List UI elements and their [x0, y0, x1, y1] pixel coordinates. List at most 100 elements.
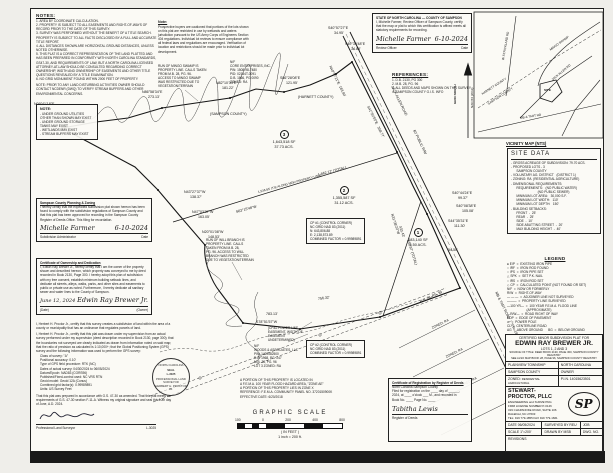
site-data-line: MINIMUM LOT AREA: 30,000 S.F. — [511, 194, 567, 199]
site-data-line: - DIMENSIONAL REQUIREMENTS: — [511, 181, 563, 186]
fema-note-line: EFFECTIVE DATE: 6/20/2018 — [240, 394, 283, 399]
title-source-2: SEE ALSO MAP BOOK 28, PAGE 96, SAMPSON C… — [511, 357, 597, 360]
bearing-label: 34.88' — [351, 47, 361, 51]
underground-note-item: - UNDER GROUND STORAGE TANKS MAY EXIST — [40, 119, 85, 129]
seal-license: L-3025 — [166, 371, 176, 376]
small-stream — [245, 291, 261, 365]
bearing-label: 54.50' — [448, 248, 458, 252]
references-title: REFERENCES: — [392, 72, 429, 77]
zoning-label: ZONED: RA — [445, 347, 464, 359]
zoned-value: RESIDENTIAL AGRICULTURAL — [508, 377, 541, 385]
reference-item: 2. M.B. 28, PG. 96 — [392, 82, 419, 87]
bearing-label: N47°03'37"W — [192, 210, 214, 214]
bearing-label: 163.05' — [198, 215, 210, 219]
lot-1-label: 1 283,140 SF 6.50 ACS. — [398, 228, 438, 247]
map-note-line: RUN OF MINGO SWAMP IS — [158, 64, 199, 68]
drawn-by-value: MSB — [563, 430, 571, 434]
bearing-label: N86°58'34"E — [142, 90, 163, 94]
gps-info-line: Dates of actual survey: 04/30/2024 to 06… — [40, 366, 110, 371]
control-corner-2-box: CP #2 (CONTROL CORNER)NC GRID NAD 83 (20… — [306, 340, 366, 358]
lot-area-sf: 1,643,518 SF — [272, 140, 296, 144]
underground-note-item: - UNDER GROUND UTILITIES OTHER THAN SHOW… — [40, 111, 92, 120]
legend-item: CL = CENTERLINE ROAD — [507, 324, 547, 329]
scale-tick: 200 — [285, 417, 291, 422]
map-note-line: DUE TO VEGETATION/TERRAIN — [206, 258, 254, 262]
map-note-line: (CP&L POWER LINE — [268, 326, 299, 330]
pin-value: 14015623501 — [569, 377, 591, 381]
surveyor-seal: NORTH CAROLINA SEAL L-3025 PROFESSIONAL … — [152, 358, 190, 396]
zoned-label: ZONED: — [508, 377, 521, 381]
scale-tick: 800 — [339, 417, 345, 422]
graphic-scale-bar — [237, 423, 343, 430]
title-block: CERTIFIED MINOR SUBDIVISION PLAT FOR EDW… — [505, 334, 603, 452]
legend-item: AG = ABOVE GROUND BG = BELOW GROUND — [507, 328, 585, 333]
fema-note-line: A PORTION OF THIS PROPERTY IS LOCATED IN — [240, 378, 313, 382]
register-of-deeds-certificate: Certificate of Registration by Register … — [388, 378, 472, 442]
underground-note-title: NOTE: — [40, 107, 52, 111]
register-cert-line: Book No. ____ Page No. ____ — [392, 397, 436, 402]
bearing-label: 181.22' — [222, 86, 234, 90]
planning-sig-label: Subdivision Administrator — [40, 235, 76, 240]
firm-address1: 319 CHAPANOKE ROAD, SUITE 106 — [508, 408, 557, 412]
planning-cert-title: Sampson County Planning & Zoning — [40, 201, 96, 205]
bearing-label: S86°28'08"E — [280, 76, 301, 80]
gps-info-line: Type of GPS field procedure: RTK (NC) — [40, 362, 96, 367]
bearing-label: 148.53' — [208, 235, 220, 239]
lot-number-circle: 1 — [413, 228, 423, 237]
site-data-box: SITE DATA - GROSS ACREAGE OF SUBDIVISION… — [507, 148, 601, 235]
legend-item: ——— = PROPERTY LINE SURVEYED — [507, 299, 566, 304]
register-cert-line: North Carolina Sampson County — [392, 385, 438, 390]
surveyor-certification: I, Herbert H. Proctor Jr., certify that … — [36, 322, 174, 430]
lot-area-acres: 31.12 ACS. — [334, 200, 354, 205]
bearing-label: N20°01'08"W — [202, 230, 224, 234]
plat-type-line: CERTIFIED MINOR SUBDIVISION PLAT FOR — [518, 336, 590, 340]
township-cell: PLAINVIEW TOWNSHIP — [506, 362, 559, 368]
review-officer-label: Review Officer — [376, 46, 397, 51]
plat-lots-line: LOTS 1, 2 AND 3 — [540, 347, 568, 351]
lot-area-sf: 283,140 SF — [408, 238, 428, 242]
ownership-cert-title: Certificate of Ownership and Dedication — [40, 261, 101, 265]
property-boundary — [60, 61, 461, 330]
lot-area-sf: 1,355,587 SF — [332, 196, 356, 200]
adjoiner-line: LOT 3 ZONED: RA — [254, 364, 282, 368]
bearing-label: (SAMPSON COUNTY) — [210, 112, 247, 116]
bearing-label: 99.37' — [458, 196, 468, 200]
legend-title: LEGEND — [544, 256, 566, 261]
bearing-label: 783.13' — [266, 312, 278, 316]
bearing-label: S40°08'38"E — [456, 204, 477, 208]
title-source-1: SOURCE OF TITLE: DEED BOOK 2130, PAGE 30… — [509, 351, 599, 357]
buyer-caution-note: Note: Prospective buyers are cautioned t… — [158, 20, 250, 54]
map-note-line: EASEMENT — [268, 334, 286, 338]
surveyor-signature-scribble — [39, 411, 95, 420]
legend-item: R/W = RIGHT-OF-WAY — [507, 291, 542, 296]
firm-line2: ENGINEERING and SURVEYING — [508, 400, 552, 404]
state-cell: NORTH CAROLINA — [560, 363, 592, 367]
register-cert-line: 2024, at ____ o'clock ___ M., and record… — [392, 393, 457, 398]
notes-block: NOTES: 1. AREA BY COORDINATE CALCULATION… — [36, 13, 158, 96]
legend-item: ○ IRF = IRON ROD FOUND — [507, 266, 549, 271]
north-arrow — [463, 62, 473, 138]
adjoiner-line: CORE ENTERPRISES, INC. — [230, 64, 271, 68]
map-note-line: UNDETERMINED) — [268, 338, 295, 342]
legend-item: N/F = NOW OR FORMERLY — [507, 286, 550, 291]
will-branch-stream — [205, 245, 243, 327]
gps-info-line: Geoid model: Geoid 12A (Conus) — [40, 379, 87, 384]
bearing-label: 138.37' — [190, 195, 202, 199]
lot-division-line-2-3 — [172, 152, 398, 223]
ownership-cert-text: I, Edwin Ray Brewer Jr., hereby certify … — [40, 265, 146, 295]
revisions-label: REVISIONS — [508, 437, 527, 441]
note-item: 3. SURVEY WAS PERFORMED WITHOUT THE BENE… — [36, 31, 157, 44]
map-note-line: TAKEN FROM M.B. 28, — [206, 246, 240, 250]
lot-number-circle: 3 — [279, 130, 289, 139]
firm-address2: RALEIGH, NC 27603 — [508, 412, 536, 416]
site-data-line: - GROSS ACREAGE OF SUBDIVISION: 79.70 AC… — [511, 160, 586, 165]
scale-value: 1"=200' — [520, 430, 532, 434]
zoning-label: M.B. 28, PG. 96 — [419, 289, 443, 304]
bearing-label: 34.95' — [334, 31, 344, 35]
